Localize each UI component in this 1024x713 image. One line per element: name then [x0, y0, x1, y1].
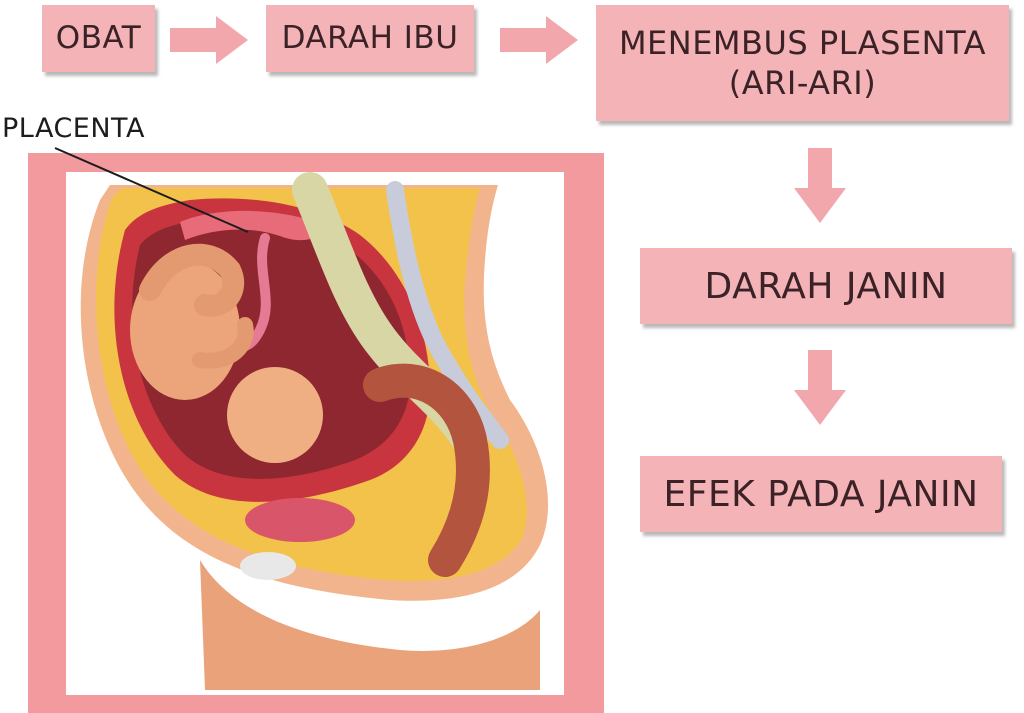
- rectum: [363, 363, 490, 577]
- arrow-right-icon: [170, 16, 248, 64]
- thigh-shape: [200, 560, 540, 690]
- step-darah-janin: DARAH JANIN: [640, 248, 1012, 324]
- step-menembus-line2: (ARI-ARI): [728, 64, 877, 102]
- fetus-arm: [192, 317, 254, 369]
- step-darah-janin-label: DARAH JANIN: [704, 265, 948, 307]
- step-obat: OBAT: [42, 5, 155, 72]
- fetus-legs: [139, 243, 245, 317]
- step-obat-label: OBAT: [55, 20, 142, 57]
- arrow-down-icon: [794, 148, 846, 223]
- placenta-pointer-line: [54, 147, 249, 233]
- step-darah-ibu: DARAH IBU: [266, 5, 474, 72]
- pubic-bone: [240, 552, 296, 580]
- step-darah-ibu-label: DARAH IBU: [281, 20, 459, 57]
- step-efek-label: EFEK PADA JANIN: [663, 473, 979, 515]
- fetus-head: [227, 367, 323, 463]
- spinal-canal: [386, 181, 509, 449]
- bladder: [245, 498, 355, 542]
- placenta-label: PLACENTA: [2, 113, 145, 144]
- step-menembus-line1: MENEMBUS PLASENTA: [618, 24, 987, 62]
- arrow-right-icon: [500, 16, 578, 64]
- step-menembus-plasenta: MENEMBUS PLASENTA (ARI-ARI): [596, 5, 1009, 121]
- step-efek-pada-janin: EFEK PADA JANIN: [640, 456, 1002, 532]
- arrow-down-icon: [794, 350, 846, 425]
